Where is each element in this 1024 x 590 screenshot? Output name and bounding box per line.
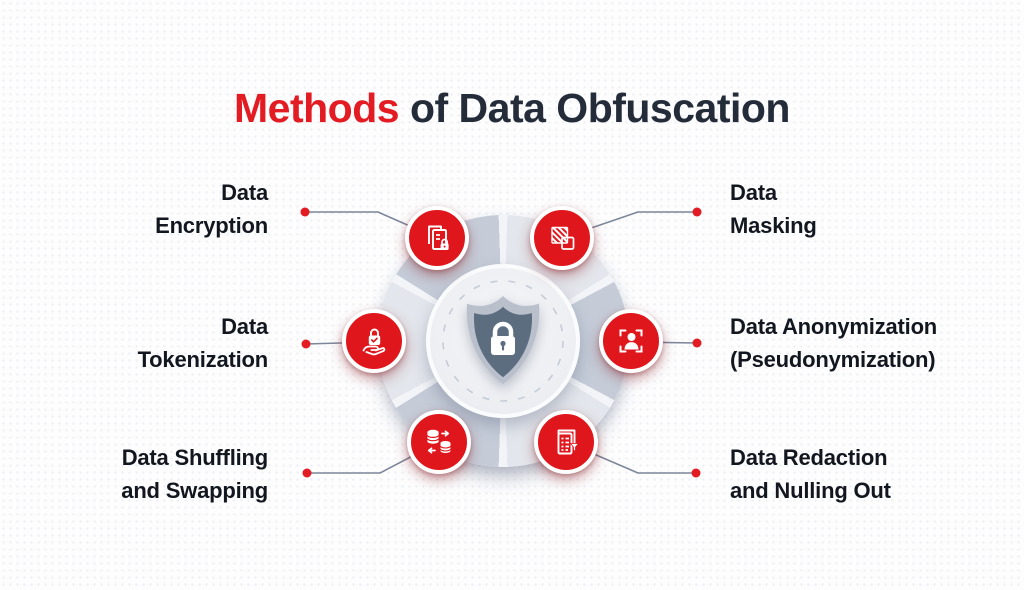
shield-lock-icon	[466, 296, 540, 384]
title-rest: of Data Obfuscation	[399, 85, 791, 132]
label-line: and Nulling Out	[730, 478, 891, 503]
documents-lock-icon	[428, 225, 449, 250]
node-data-tokenization	[342, 309, 406, 373]
label-line: Data Anonymization	[730, 314, 938, 339]
label-line: Encryption	[155, 213, 268, 238]
label-line: and Swapping	[121, 478, 268, 503]
label-line: (Pseudonymization)	[730, 347, 936, 372]
label-line: Data Shuffling	[121, 445, 269, 470]
node-data-masking	[530, 206, 594, 270]
label-data-redaction: Data Redaction and Nulling Out	[730, 441, 891, 507]
dot-data-shuffling	[302, 468, 312, 478]
masked-squares-icon	[551, 226, 575, 250]
hub-dashed-ring	[442, 280, 564, 402]
title-highlight: Methods	[234, 85, 400, 132]
node-data-shuffling	[407, 410, 471, 474]
label-data-anonymization: Data Anonymization (Pseudonymization)	[730, 310, 937, 376]
label-line: Data Redaction	[730, 445, 888, 470]
label-data-tokenization: Data Tokenization	[137, 310, 269, 376]
label-line: Data	[221, 314, 268, 339]
label-data-masking: Data Masking	[730, 176, 817, 242]
database-swap-icon	[426, 429, 452, 454]
dot-data-tokenization	[301, 339, 311, 349]
node-data-encryption	[405, 206, 469, 270]
document-filter-icon	[557, 429, 580, 455]
label-line: Tokenization	[137, 347, 269, 372]
person-frame-icon	[619, 329, 643, 353]
dot-data-redaction	[691, 468, 701, 478]
label-line: Data	[730, 180, 777, 205]
label-data-shuffling: Data Shuffling and Swapping	[121, 441, 268, 507]
hand-lock-icon	[362, 328, 386, 356]
node-data-anonymization	[599, 309, 663, 373]
dot-data-anonymization	[692, 338, 702, 348]
label-line: Data	[221, 180, 268, 205]
page-title: Methods of Data Obfuscation	[0, 85, 1024, 132]
node-data-redaction	[534, 410, 598, 474]
label-data-encryption: Data Encryption	[155, 176, 268, 242]
dot-data-encryption	[300, 207, 310, 217]
dot-data-masking	[692, 207, 702, 217]
label-line: Masking	[730, 213, 817, 238]
